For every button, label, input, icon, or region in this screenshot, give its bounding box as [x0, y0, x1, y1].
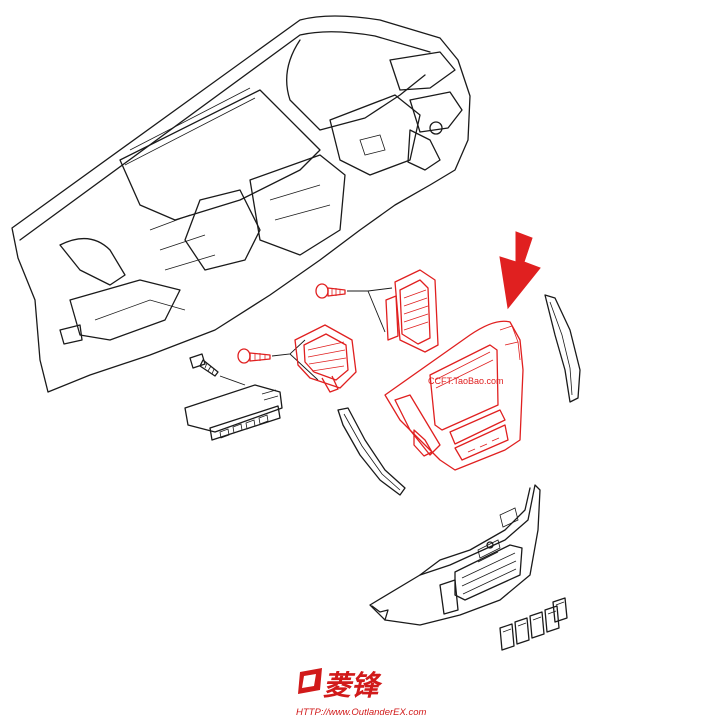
screw-top: [315, 283, 393, 333]
side-trim-right: [544, 294, 581, 403]
switch-buttons: [499, 597, 568, 651]
air-vent-right: [385, 269, 439, 353]
highlight-arrow-icon: [499, 231, 541, 310]
brand-logo: 菱锋 HTTP://www.OutlanderEX.com: [296, 668, 426, 718]
instrument-panel: [11, 15, 471, 393]
brand-url: HTTP://www.OutlanderEX.com: [296, 707, 426, 718]
switch-panel: [184, 384, 283, 441]
screw-middle: [237, 339, 319, 381]
air-vent-left: [294, 324, 357, 393]
side-trim-left: [337, 407, 406, 496]
center-panel-bezel: [384, 320, 524, 471]
lower-console: [369, 484, 541, 626]
screw-black: [189, 353, 246, 386]
brand-logo-text: 菱锋: [323, 669, 383, 702]
watermark-text: CCFT.TaoBao.com: [428, 376, 504, 386]
